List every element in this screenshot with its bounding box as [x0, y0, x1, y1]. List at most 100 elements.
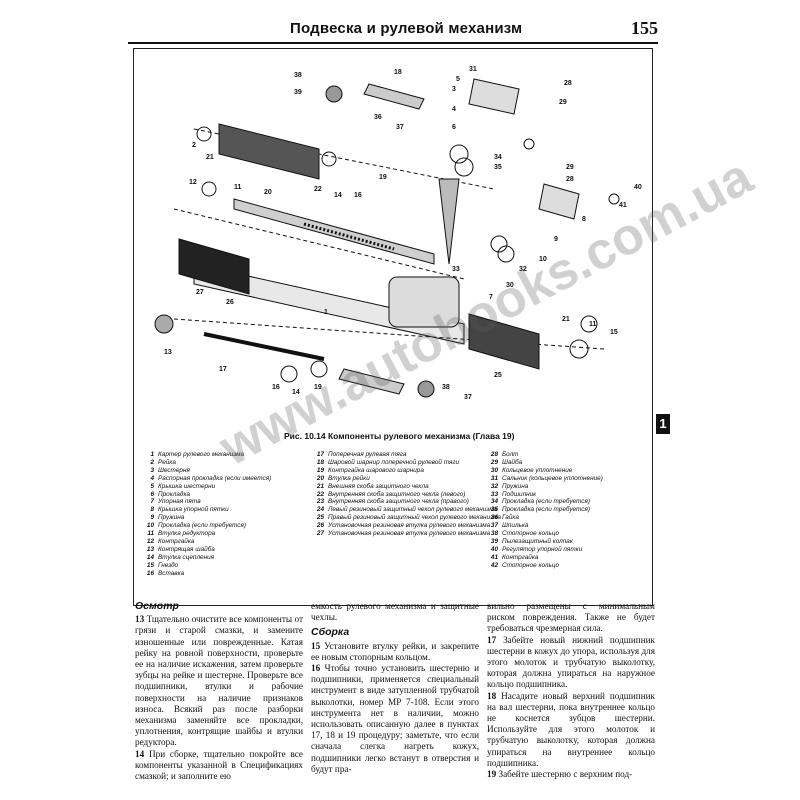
- diagram-label: 15: [610, 329, 618, 336]
- diagram-label: 16: [272, 384, 280, 391]
- diagram-label: 39: [294, 89, 302, 96]
- diagram-label: 13: [164, 349, 172, 356]
- diagram-label: 31: [469, 66, 477, 73]
- paragraph-continued: емкость рулевого механизма и защитные че…: [311, 601, 479, 623]
- text-column-2: емкость рулевого механизма и защитные че…: [311, 601, 479, 775]
- rack: [233, 198, 435, 265]
- paragraph: 17 Забейте новый нижний подшипник шестер…: [487, 634, 655, 690]
- diagram-label: 10: [539, 256, 547, 263]
- diagram-label: 2: [192, 142, 196, 149]
- header-title: Подвеска и рулевой механизм: [290, 20, 523, 37]
- housing-body: [388, 276, 460, 328]
- yoke-cover: [538, 183, 580, 220]
- diagram-label: 4: [452, 106, 456, 113]
- diagram-label: 7: [489, 294, 493, 301]
- pinion-cover: [468, 78, 520, 115]
- diagram-label: 32: [519, 266, 527, 273]
- lower-tie-rod: [203, 332, 325, 361]
- diagram-label: 21: [206, 154, 214, 161]
- diagram-label: 6: [452, 124, 456, 131]
- diagram-label: 14: [292, 389, 300, 396]
- figure-box: 38 18 31 5 28 39 3 29 4 6 36 37 21 2 34 …: [133, 48, 653, 606]
- diagram-label: 29: [559, 99, 567, 106]
- diagram-label: 37: [464, 394, 472, 401]
- diagram-label: 40: [634, 184, 642, 191]
- diagram-label: 8: [582, 216, 586, 223]
- diagram-label: 20: [264, 189, 272, 196]
- diagram-label: 30: [506, 282, 514, 289]
- pinion: [438, 178, 460, 265]
- right-boot: [468, 313, 540, 370]
- figure-caption: Рис. 10.14 Компоненты рулевого механизма…: [284, 431, 515, 441]
- diagram-label: 11: [234, 184, 242, 191]
- exploded-diagram: 38 18 31 5 28 39 3 29 4 6 36 37 21 2 34 …: [154, 66, 642, 401]
- diagram-label: 5: [456, 76, 460, 83]
- diagram-label: 9: [554, 236, 558, 243]
- diagram-label: 29: [566, 164, 574, 171]
- paragraph: 19 Забейте шестерню с верхним под-: [487, 769, 633, 780]
- diagram-label: 14: [334, 192, 342, 199]
- paragraph: 15 Установите втулку рейки, и закрепите …: [311, 640, 479, 662]
- diagram-label: 17: [219, 366, 227, 373]
- diagram-label: 36: [374, 114, 382, 121]
- diagram-label: 33: [452, 266, 460, 273]
- section-title-inspection: Осмотр: [135, 600, 179, 612]
- diagram-label: 25: [494, 372, 502, 379]
- text-column-3: вильно размещены с минимальным риском по…: [487, 601, 655, 780]
- section-title-assembly: Сборка: [311, 626, 350, 639]
- diagram-label: 18: [394, 69, 402, 76]
- paragraph: 16 Чтобы точно установить шестерню и под…: [311, 663, 479, 774]
- tie-rod-end-bottom: [338, 368, 405, 395]
- chapter-tab: 1: [656, 414, 670, 434]
- diagram-label: 26: [226, 299, 234, 306]
- diagram-label: 16: [354, 192, 362, 199]
- page-number: 155: [631, 18, 658, 38]
- diagram-label: 34: [494, 154, 502, 161]
- diagram-label: 38: [294, 72, 302, 79]
- diagram-label: 12: [189, 179, 197, 186]
- diagram-label: 27: [196, 289, 204, 296]
- diagram-label: 38: [442, 384, 450, 391]
- paragraph: 13 Тщательно очистите все компоненты от …: [135, 614, 304, 748]
- diagram-label: 37: [396, 124, 404, 131]
- page-header: Подвеска и рулевой механизм 155: [128, 18, 658, 42]
- diagram-label: 28: [564, 80, 572, 87]
- diagram-label: 35: [494, 164, 502, 171]
- diagram-label: 28: [566, 176, 574, 183]
- diagram-label: 21: [562, 316, 570, 323]
